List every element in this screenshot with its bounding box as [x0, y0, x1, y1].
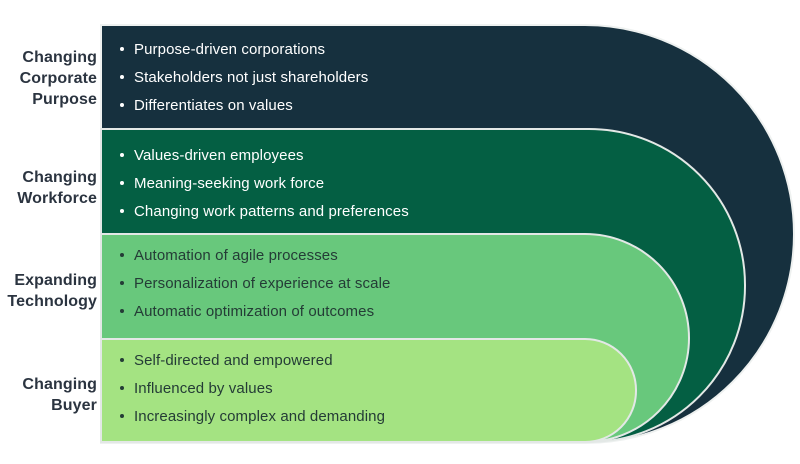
- bullet-item: Differentiates on values: [118, 91, 368, 119]
- bullet-text: Changing work patterns and preferences: [134, 202, 409, 220]
- bullet-item: Meaning-seeking work force: [118, 169, 409, 197]
- row-label-changing-buyer: Changing Buyer: [22, 376, 97, 414]
- bullet-text: Meaning-seeking work force: [134, 174, 325, 192]
- bullet-dot-icon: [120, 209, 124, 213]
- row-label-changing-corporate-purpose: Changing Corporate Purpose: [19, 49, 97, 108]
- bullet-dot-icon: [120, 103, 124, 107]
- bullet-item: Purpose-driven corporations: [118, 35, 368, 63]
- bullet-item: Self-directed and empowered: [118, 346, 385, 374]
- bullet-dot-icon: [120, 75, 124, 79]
- bullet-dot-icon: [120, 253, 124, 257]
- row-label-changing-workforce: Changing Workforce: [17, 169, 97, 207]
- bullet-text: Differentiates on values: [134, 96, 293, 114]
- bullet-text: Self-directed and empowered: [134, 351, 333, 369]
- bullet-text: Automatic optimization of outcomes: [134, 302, 375, 320]
- bullet-item: Stakeholders not just shareholders: [118, 63, 368, 91]
- bullet-list-technology: Automation of agile processes Personaliz…: [118, 241, 390, 325]
- bullet-item: Influenced by values: [118, 374, 385, 402]
- bullet-text: Values-driven employees: [134, 146, 304, 164]
- bullet-text: Purpose-driven corporations: [134, 40, 326, 58]
- bullet-dot-icon: [120, 153, 124, 157]
- bullet-item: Automation of agile processes: [118, 241, 390, 269]
- bullet-item: Personalization of experience at scale: [118, 269, 390, 297]
- bullet-text: Automation of agile processes: [134, 246, 338, 264]
- bullet-list-corporate-purpose: Purpose-driven corporations Stakeholders…: [118, 35, 368, 119]
- bullet-text: Increasingly complex and demanding: [134, 407, 386, 425]
- row-label-expanding-technology: Expanding Technology: [7, 272, 97, 310]
- bullet-dot-icon: [120, 309, 124, 313]
- bullet-dot-icon: [120, 47, 124, 51]
- bullet-text: Stakeholders not just shareholders: [134, 68, 369, 86]
- bullet-item: Values-driven employees: [118, 141, 409, 169]
- bullet-list-buyer: Self-directed and empowered Influenced b…: [118, 346, 385, 430]
- bullet-dot-icon: [120, 181, 124, 185]
- bullet-dot-icon: [120, 414, 124, 418]
- bullet-dot-icon: [120, 281, 124, 285]
- bullet-item: Changing work patterns and preferences: [118, 197, 409, 225]
- bullet-dot-icon: [120, 386, 124, 390]
- bullet-dot-icon: [120, 358, 124, 362]
- bullet-item: Increasingly complex and demanding: [118, 402, 385, 430]
- band-shape-buyer: [100, 338, 637, 443]
- bullet-text: Influenced by values: [134, 379, 273, 397]
- bullet-text: Personalization of experience at scale: [134, 274, 391, 292]
- bullet-list-workforce: Values-driven employees Meaning-seeking …: [118, 141, 409, 225]
- bullet-item: Automatic optimization of outcomes: [118, 297, 390, 325]
